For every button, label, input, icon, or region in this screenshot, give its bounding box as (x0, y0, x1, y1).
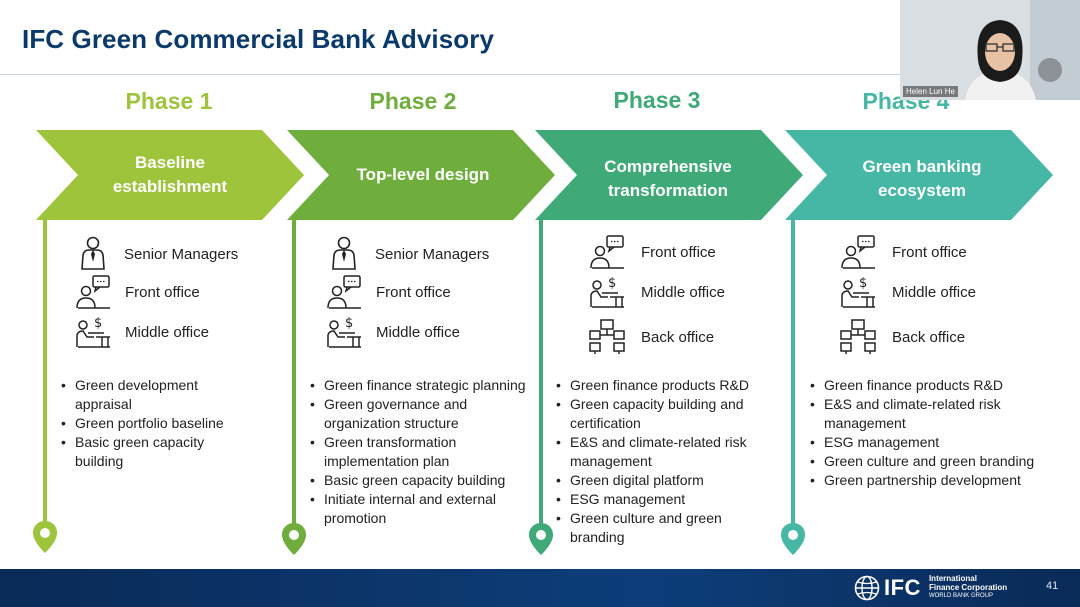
phase-3-role-front-office: Front office (588, 233, 716, 271)
middle-office-icon (325, 313, 363, 351)
globe-icon (854, 575, 880, 601)
list-item: Green finance strategic planning (310, 376, 526, 395)
phase-4-role-back-office: Back office (839, 318, 965, 356)
phase-2-role-middle-office: Middle office (325, 313, 460, 351)
front-office-icon (839, 233, 877, 271)
list-item: Green portfolio baseline (61, 414, 224, 433)
phase-3-label: Phase 3 (567, 87, 747, 114)
phase-1-pin-icon (31, 520, 59, 554)
back-office-icon (588, 318, 626, 356)
phase-2-title: Top-level design (330, 130, 516, 220)
list-item: Green finance products R&D (810, 376, 1034, 395)
list-item: ESG management (556, 490, 749, 509)
middle-office-icon (839, 273, 877, 311)
list-item: Green culture and green branding (810, 452, 1034, 471)
phase-1-role-front-office: Front office (74, 273, 200, 311)
list-item: Basic green capacity building (310, 471, 526, 490)
phase-4-pin-icon (779, 522, 807, 556)
phase-3-role-middle-office: Middle office (588, 273, 725, 311)
middle-office-icon (74, 313, 112, 351)
middle-office-icon (588, 273, 626, 311)
phase-1-role-senior-managers: Senior Managers (74, 235, 238, 273)
page-number: 41 (1046, 580, 1058, 592)
ifc-org-name: International Finance Corporation WORLD … (929, 574, 1007, 601)
manager-icon (325, 235, 363, 273)
ifc-logo: IFC International Finance Corporation WO… (854, 574, 1007, 601)
front-office-icon (588, 233, 626, 271)
phase-4-role-front-office: Front office (839, 233, 967, 271)
phase-3-timeline (539, 220, 543, 524)
phase-4-timeline (791, 220, 795, 524)
phase-1-role-middle-office: Middle office (74, 313, 209, 351)
back-office-icon (839, 318, 877, 356)
participant-avatar (900, 0, 1080, 100)
phase-2-role-senior-managers: Senior Managers (325, 235, 489, 273)
list-item: Green partnership development (810, 471, 1034, 490)
phase-3-pin-icon (527, 522, 555, 556)
phase-1-timeline (43, 220, 47, 522)
phase-2-pin-icon (280, 522, 308, 556)
ifc-logo-text: IFC (884, 575, 921, 601)
manager-icon (74, 235, 112, 273)
participant-video[interactable]: Helen Lun He (900, 0, 1080, 100)
front-office-icon (74, 273, 112, 311)
list-item: ESG management (810, 433, 1034, 452)
front-office-icon (325, 273, 363, 311)
phase-2-timeline (292, 220, 296, 524)
phase-1-label: Phase 1 (79, 88, 259, 115)
phase-4-role-middle-office: Middle office (839, 273, 976, 311)
phase-4-bullets: Green finance products R&D E&S and clima… (810, 376, 1034, 490)
slide-title: IFC Green Commercial Bank Advisory (22, 24, 494, 55)
phase-2-bullets: Green finance strategic planning Green g… (310, 376, 526, 528)
list-item: Green finance products R&D (556, 376, 749, 395)
phase-2-role-front-office: Front office (325, 273, 451, 311)
list-item: Green digital platform (556, 471, 749, 490)
phase-2-label: Phase 2 (323, 88, 503, 115)
phase-3-role-back-office: Back office (588, 318, 714, 356)
phase-3-bullets: Green finance products R&D Green capacit… (556, 376, 749, 547)
participant-name: Helen Lun He (903, 86, 958, 97)
